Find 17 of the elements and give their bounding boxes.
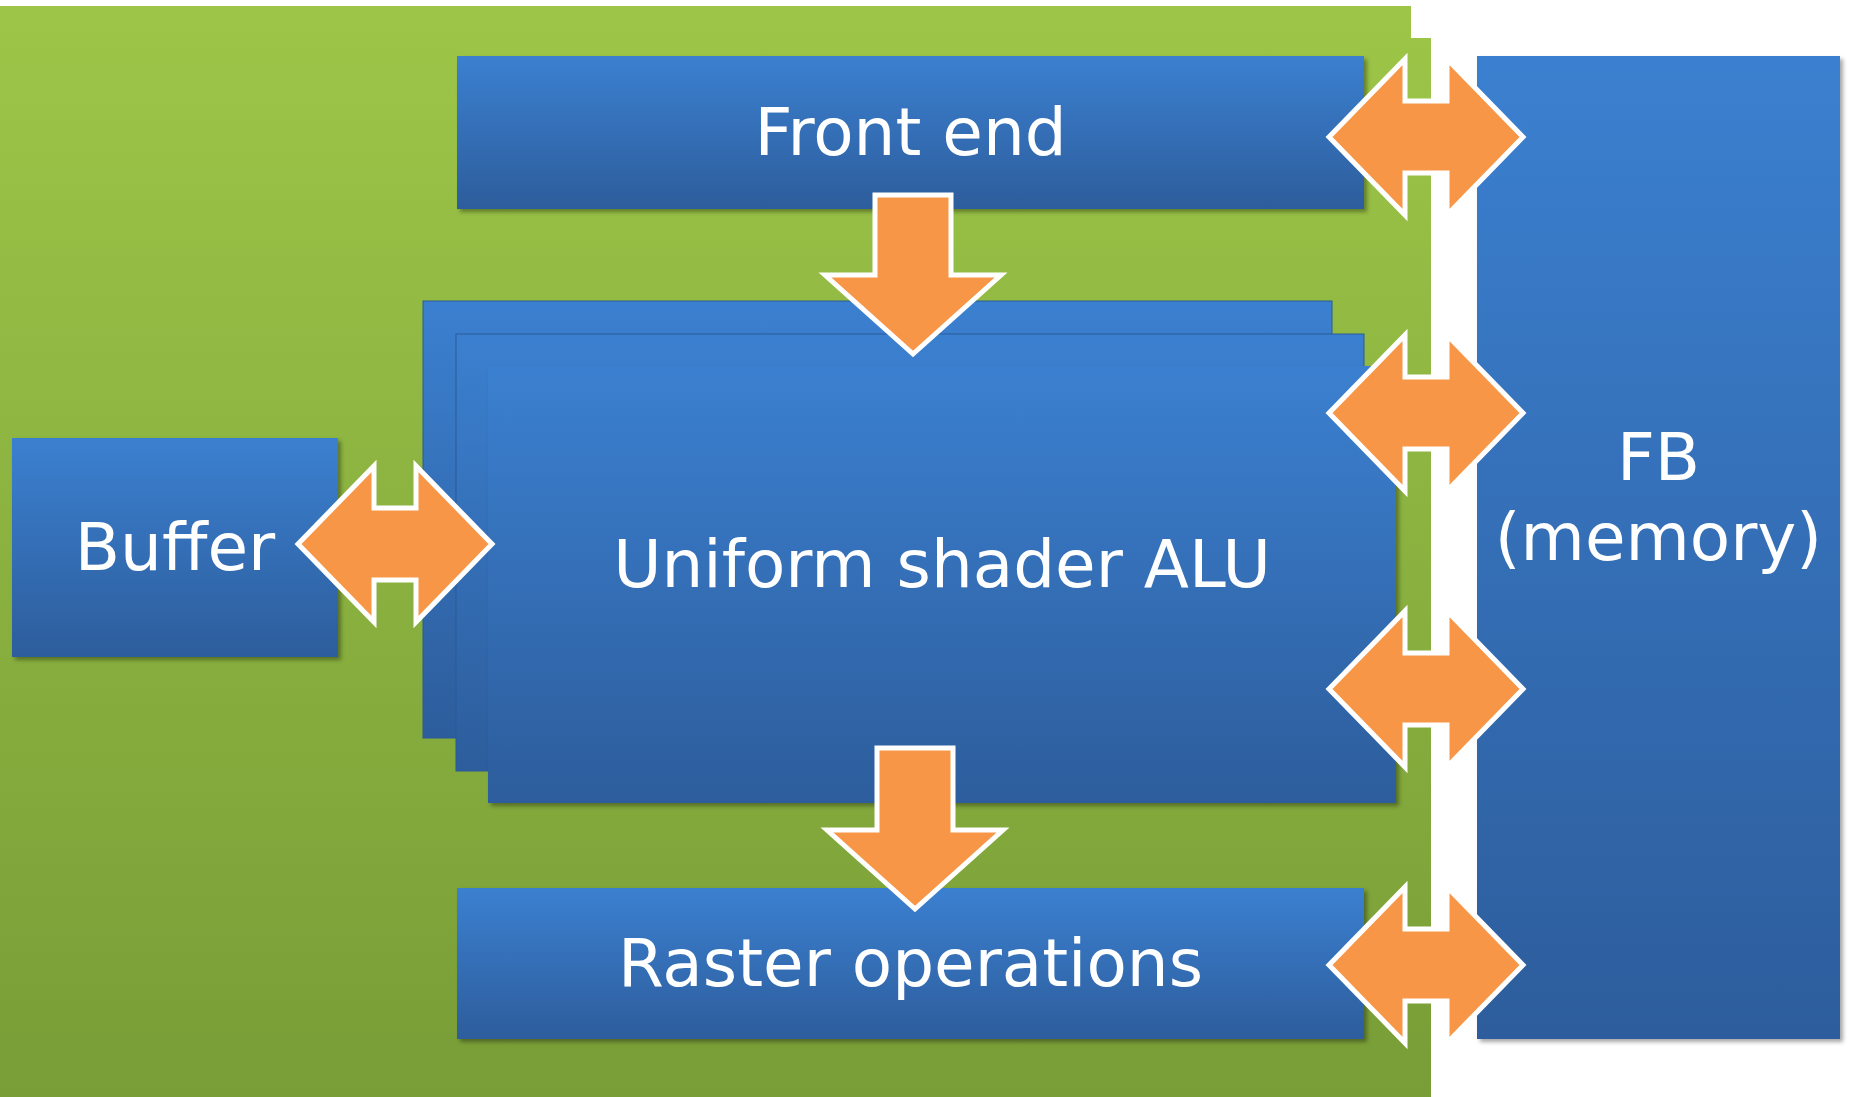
double-arrow xyxy=(1325,328,1527,498)
memory-box xyxy=(1477,56,1840,1039)
process-box xyxy=(457,56,1364,209)
double-arrow xyxy=(1325,604,1527,774)
box-label: Front end xyxy=(754,92,1067,173)
box-label: Uniform shader ALU xyxy=(613,524,1271,605)
box-label: Raster operations xyxy=(617,923,1204,1004)
shader-box xyxy=(488,366,1396,803)
process-box xyxy=(457,888,1364,1039)
double-arrow xyxy=(1325,880,1527,1050)
block-arrow xyxy=(820,745,1010,913)
block-arrow xyxy=(818,192,1008,358)
box-label: Buffer xyxy=(74,507,276,588)
box-label: FB (memory) xyxy=(1493,418,1824,577)
double-arrow xyxy=(1325,52,1527,222)
buffer-box xyxy=(12,438,338,657)
double-arrow xyxy=(294,459,496,629)
